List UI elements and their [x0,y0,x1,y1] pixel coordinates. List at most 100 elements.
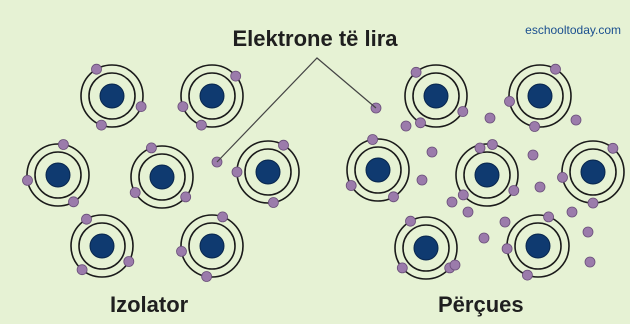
bound-electron [76,264,88,276]
free-electron [462,206,474,218]
conductor-atom [455,139,520,207]
nucleus [365,157,391,183]
nucleus [199,83,225,109]
bound-electron [278,139,289,151]
bound-electron [81,213,92,225]
outer-orbit [180,214,244,278]
insulator-atom [231,139,300,208]
inner-orbit [188,222,236,270]
bound-electron [410,66,422,78]
conductor-atom [404,64,469,129]
bound-electron [607,142,619,154]
inner-orbit [569,148,617,196]
insulator-atom [22,139,90,208]
free-electron [474,142,486,154]
bound-electron [457,106,469,117]
outer-orbit [508,64,572,128]
free-electron [416,174,428,186]
nucleus [89,233,115,259]
conductor-label: Përçues [438,292,524,317]
bound-electron [457,189,469,201]
outer-orbit [180,64,244,128]
bound-electron [201,271,213,282]
bound-electron [501,243,513,255]
outer-orbit [130,145,194,209]
outer-orbit [26,143,90,207]
insulator-atom [70,213,135,278]
bound-electron [405,215,416,227]
free-electron [527,149,539,161]
free-electron [426,146,438,158]
inner-orbit [463,151,511,199]
nucleus [527,83,553,109]
bound-electron [522,269,533,281]
inner-orbit [244,148,292,196]
conductor-atom [504,63,572,132]
bound-electron [557,171,568,183]
outer-orbit [394,216,458,280]
bound-electron [504,96,515,107]
bound-electron [96,119,107,131]
inner-orbit [88,72,136,120]
outer-orbit [455,143,519,207]
outer-orbit [346,138,410,202]
insulator-atom [129,142,194,209]
bound-electron [91,63,102,75]
free-electrons [211,102,596,271]
insulator-atom [176,211,244,282]
free-electron [584,256,596,268]
free-electron [534,181,546,193]
conductor-atom [394,215,458,280]
inner-orbit [354,146,402,194]
bound-electron [550,63,561,75]
bound-electron [145,142,157,154]
inner-orbit [402,224,450,272]
nucleus [99,83,125,109]
free-electron [449,259,461,271]
nucleus [423,83,449,109]
bound-electron [230,70,242,82]
bound-electron [388,191,399,203]
inner-orbit [34,151,82,199]
diagram-title: Elektrone të lira [232,26,398,51]
insulator-atom [177,64,244,131]
bound-electron [486,139,498,150]
free-electron [446,196,458,208]
bound-electron [195,119,207,131]
source-watermark: eschooltoday.com [525,23,621,37]
bound-electron [529,121,540,132]
bound-electron [22,174,33,186]
inner-orbit [138,153,186,201]
free-electron [478,232,490,244]
insulator-label: Izolator [110,292,189,317]
free-electron [582,226,594,238]
pointer-line [216,57,377,163]
free-electron [566,206,578,218]
nucleus [525,233,551,259]
free-electron [570,114,582,126]
nucleus [255,159,281,185]
nucleus [45,162,71,188]
bound-electron [58,139,69,150]
bound-electron [129,187,141,198]
conductor-atoms [345,63,625,281]
bound-electron [217,211,229,223]
nucleus [474,162,500,188]
bound-electron [396,262,408,274]
bound-electron [587,197,599,209]
bound-electron [543,211,554,223]
bound-electron [415,117,426,129]
bound-electron [123,256,135,267]
inner-orbit [412,72,460,120]
bound-electron [231,166,243,178]
bound-electron [267,197,279,208]
free-electron [484,112,496,124]
inner-orbit [188,72,236,120]
nucleus [413,235,439,261]
free-electron [400,120,412,132]
inner-orbit [516,72,564,120]
conductor-atom [557,140,625,209]
inner-orbit [78,222,126,270]
